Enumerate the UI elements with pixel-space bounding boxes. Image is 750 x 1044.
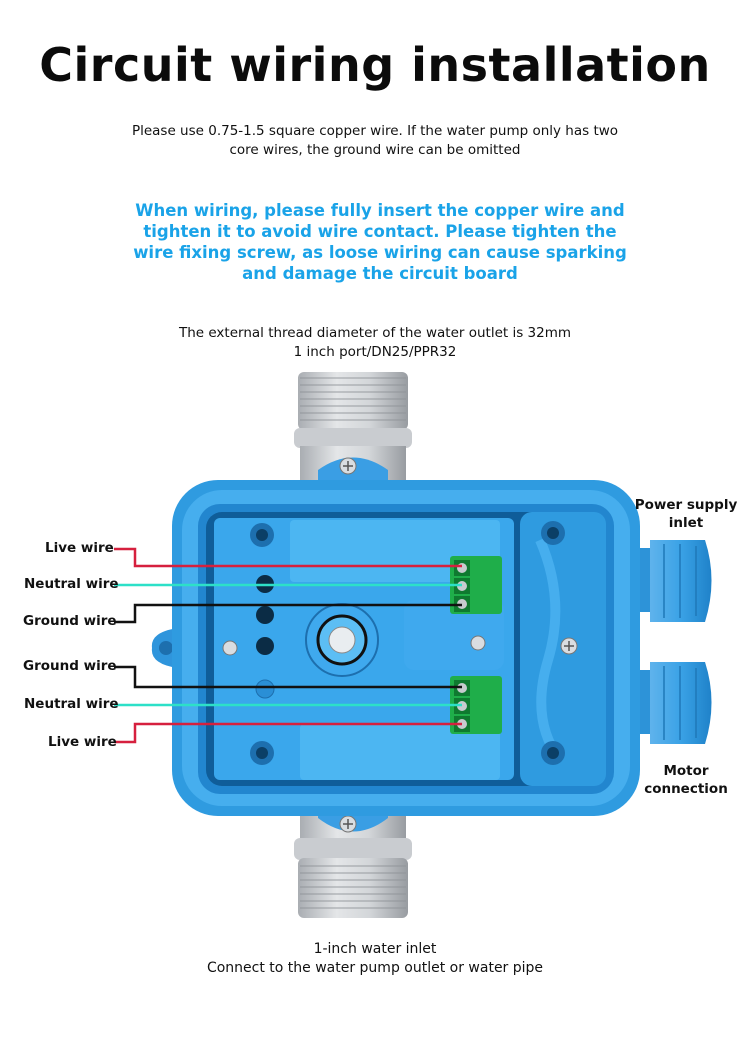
motor-label-line: Motor: [663, 763, 709, 779]
motor-cable-gland: [630, 662, 712, 744]
inlet-line: Connect to the water pump outlet or wate…: [206, 960, 544, 976]
power-cable-gland: [630, 540, 712, 622]
pressure-adjust-knob: [305, 603, 379, 677]
outlet-line: 1 inch port/DN25/PPR32: [293, 344, 457, 360]
wires-bottom: [114, 665, 462, 744]
neutral-wire-label-bottom: Neutral wire: [24, 696, 119, 712]
live-wire-label-top: Live wire: [45, 540, 114, 556]
outlet-pipe: [294, 372, 412, 490]
ground-wire-line-top: [114, 603, 462, 624]
warning-line: When wiring, please fully insert the cop…: [135, 201, 625, 220]
inlet-pipe: [294, 800, 412, 918]
ground-wire-label-top: Ground wire: [23, 613, 117, 629]
live-wire-line-bottom: [114, 722, 462, 744]
power-supply-inlet-label: Power supply inlet: [628, 496, 744, 532]
page-title: Circuit wiring installation: [39, 38, 711, 92]
inlet-line: 1-inch water inlet: [313, 941, 437, 957]
wiring-warning: When wiring, please fully insert the cop…: [120, 200, 640, 284]
neutral-wire-label-top: Neutral wire: [24, 576, 119, 592]
live-wire-label-bottom: Live wire: [48, 734, 117, 750]
inlet-note: 1-inch water inlet Connect to the water …: [110, 940, 640, 978]
power-label-line: Power supply: [634, 497, 738, 513]
ground-wire-line-bottom: [114, 665, 462, 689]
warning-line: tighten it to avoid wire contact. Please…: [143, 222, 617, 241]
wire-spec-line: Please use 0.75-1.5 square copper wire. …: [131, 123, 619, 139]
ground-wire-label-bottom: Ground wire: [23, 658, 117, 674]
wires-top: [114, 547, 462, 624]
wire-spec-line: core wires, the ground wire can be omitt…: [229, 142, 521, 158]
outlet-line: The external thread diameter of the wate…: [178, 325, 572, 341]
wire-spec-note: Please use 0.75-1.5 square copper wire. …: [110, 122, 640, 160]
motor-connection-label: Motor connection: [628, 762, 744, 798]
outlet-note: The external thread diameter of the wate…: [110, 324, 640, 362]
warning-line: and damage the circuit board: [242, 264, 518, 283]
housing-screws: [222, 521, 578, 765]
live-wire-line-top: [114, 547, 462, 568]
power-label-line: inlet: [668, 515, 704, 531]
warning-line: wire fixing screw, as loose wiring can c…: [133, 243, 627, 262]
terminal-block-top: [450, 556, 502, 614]
motor-label-line: connection: [644, 781, 728, 797]
